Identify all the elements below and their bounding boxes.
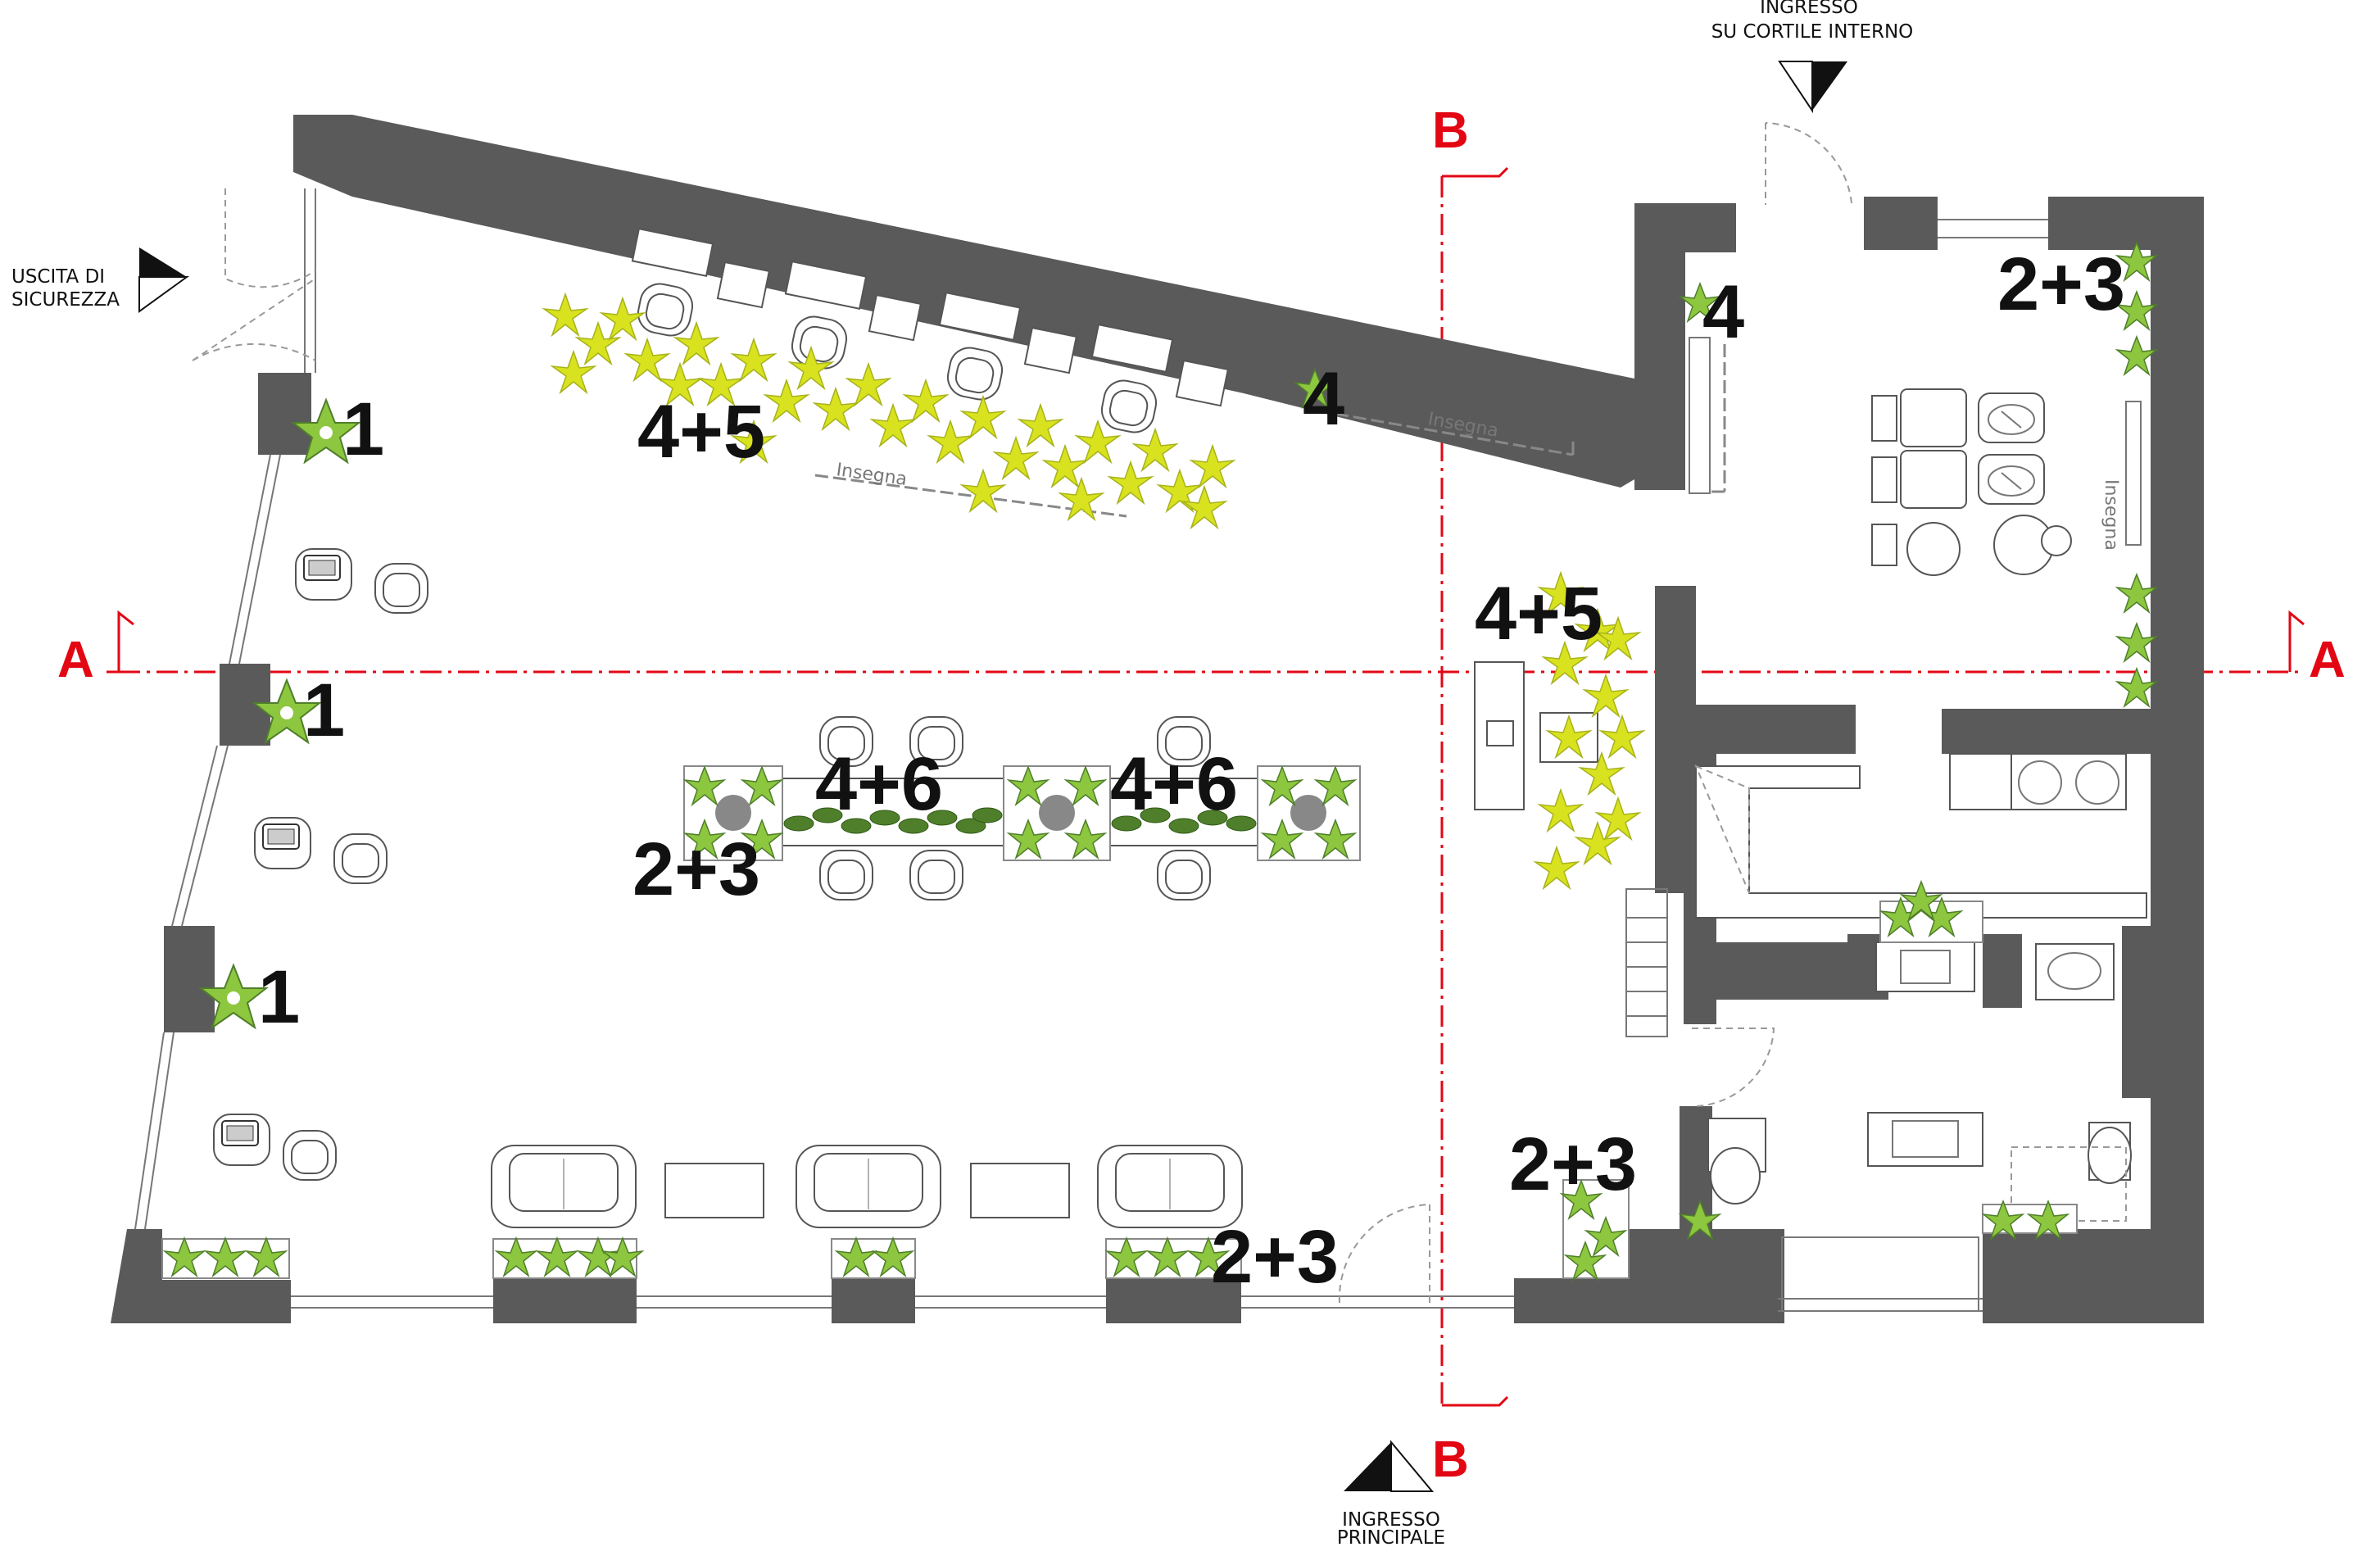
section-b-top: B	[1432, 102, 1469, 159]
plant-label-top-right: 2+3	[1997, 243, 2125, 326]
plant-cluster-front	[164, 1237, 1229, 1277]
wash-stations	[1871, 388, 2072, 576]
plant-label-center-left: 2+3	[632, 828, 760, 911]
emergency-exit-marker	[138, 247, 190, 313]
emergency-exit-label-1: USCITA DI	[11, 266, 105, 288]
plant-label-north-small: 4	[1303, 357, 1344, 441]
courtyard-entrance-label-1: INGRESSO	[1760, 0, 1858, 18]
section-a-left: A	[57, 632, 94, 688]
main-entrance-marker	[1344, 1440, 1435, 1492]
plant-label-center-right: 4+6	[1110, 742, 1238, 826]
north-stations	[631, 228, 1230, 437]
stair	[1625, 888, 1668, 1037]
sign-label-wash: Insegna	[2101, 479, 2121, 551]
plant-label-window-1: 1	[342, 388, 384, 471]
main-entrance-label-2: PRINCIPALE	[1337, 1527, 1445, 1547]
courtyard-entrance-marker	[1778, 61, 1847, 114]
plant-label-center-mid: 4+6	[815, 742, 943, 826]
section-a-right: A	[2309, 632, 2346, 688]
courtyard-entrance-label-2: SU CORTILE INTERNO	[1711, 21, 1914, 43]
plant-label-partition: 4+5	[1475, 572, 1603, 656]
doors	[192, 122, 1852, 1304]
plant-label-window-2: 1	[303, 669, 345, 752]
furniture	[213, 228, 2147, 1312]
plant-label-corridor-small: 4	[1702, 270, 1744, 354]
plant-label-bath: 2+3	[1509, 1123, 1637, 1206]
plant-label-front: 2+3	[1211, 1215, 1339, 1299]
plant-label-window-3: 1	[258, 955, 300, 1039]
main-entrance-label-1: INGRESSO	[1342, 1509, 1440, 1531]
section-line-a	[107, 610, 2305, 674]
sign-label-north: Insegna	[835, 460, 908, 490]
plant-label-north-long: 4+5	[637, 390, 765, 474]
section-b-bottom: B	[1432, 1431, 1469, 1488]
emergency-exit-label-2: SICUREZZA	[11, 289, 120, 311]
